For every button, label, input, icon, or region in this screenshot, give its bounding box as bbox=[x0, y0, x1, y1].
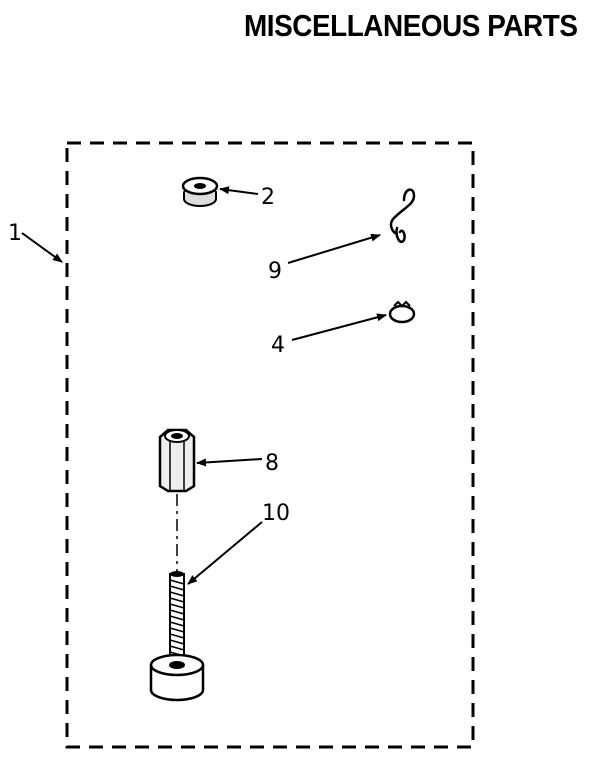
leader-arrow-2 bbox=[219, 186, 259, 195]
leader-arrow-10 bbox=[187, 521, 263, 585]
washer-part bbox=[181, 176, 219, 207]
callout-2: 2 bbox=[261, 185, 275, 210]
leader-arrow-4 bbox=[291, 313, 387, 341]
callout-4: 4 bbox=[271, 333, 285, 358]
ring-part bbox=[388, 300, 416, 324]
callout-10: 10 bbox=[262, 501, 290, 526]
callout-9: 9 bbox=[268, 259, 282, 284]
page-title: MISCELLANEOUS PARTS bbox=[244, 8, 578, 43]
hook-part bbox=[389, 188, 416, 244]
leader-arrow-8 bbox=[196, 458, 263, 467]
leader-arrow-9 bbox=[287, 233, 381, 264]
callout-8: 8 bbox=[265, 451, 279, 476]
callout-1: 1 bbox=[8, 221, 22, 246]
leader-arrow-1 bbox=[21, 232, 63, 263]
coupling-nut-part bbox=[158, 428, 196, 493]
kit-boundary bbox=[65, 141, 475, 749]
leveling-leg-part bbox=[149, 571, 205, 702]
